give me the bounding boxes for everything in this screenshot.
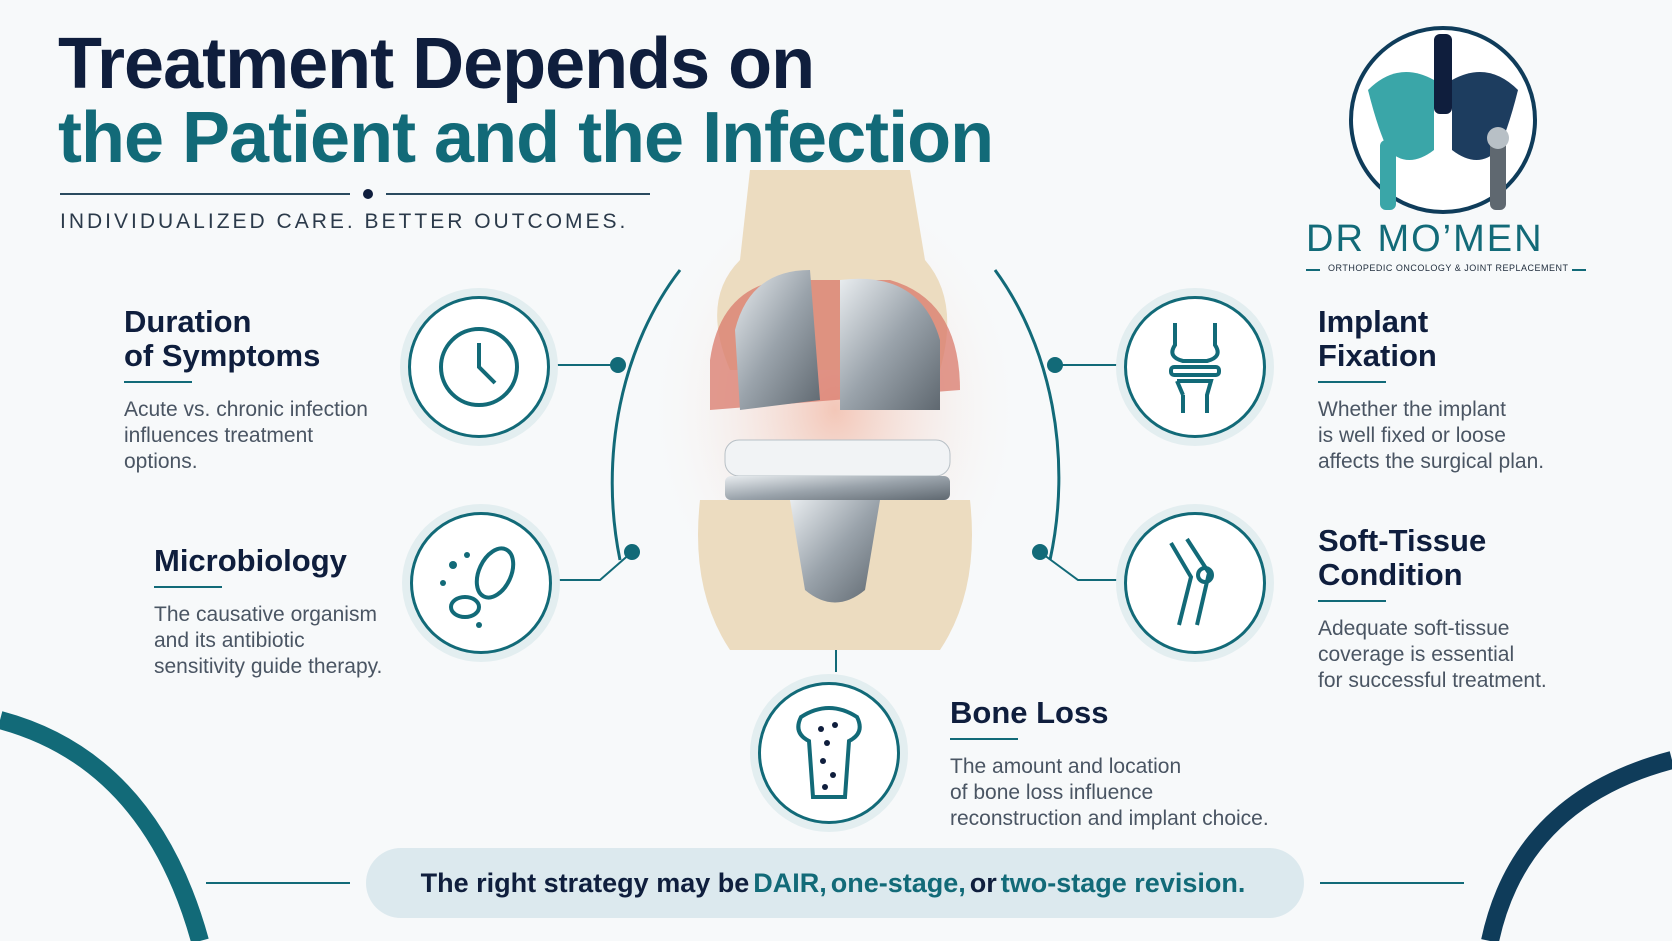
knee-implant-icon <box>1124 296 1266 438</box>
microbiology-desc-3: sensitivity guide therapy. <box>154 655 383 678</box>
bone-loss-desc-3: reconstruction and implant choice. <box>950 807 1269 830</box>
leg-icon <box>1124 512 1266 654</box>
duration-title-line1: Duration <box>124 304 252 339</box>
logo-name: DR MO’MEN <box>1306 218 1544 260</box>
duration-desc-3: options. <box>124 450 198 473</box>
duration-underline <box>124 381 192 383</box>
bone-loss-title: Bone Loss <box>950 695 1109 730</box>
soft-tissue-title-line1: Soft-Tissue <box>1318 523 1487 558</box>
bone-loss-underline <box>950 738 1018 740</box>
microbiology-desc-1: The causative organism <box>154 603 377 626</box>
strategy-prefix: The right strategy may be <box>420 867 750 898</box>
strategy-option-one-stage: one-stage, <box>830 867 966 898</box>
soft-tissue-desc-2: coverage is essential <box>1318 643 1515 666</box>
implant-fixation-underline <box>1318 381 1386 383</box>
soft-tissue-title-line2: Condition <box>1318 557 1463 592</box>
microbiology-block: Microbiology The causative organism and … <box>154 544 414 680</box>
microbiology-desc-2: and its antibiotic <box>154 629 305 652</box>
bone-loss-desc-1: The amount and location <box>950 755 1182 778</box>
bone-loss-desc-2: of bone loss influence <box>950 781 1154 804</box>
strategy-banner: The right strategy may be DAIR, one-stag… <box>366 848 1304 918</box>
soft-tissue-desc-1: Adequate soft-tissue <box>1318 617 1510 640</box>
knee-implant-illustration <box>645 170 1025 650</box>
strategy-option-two-stage: two-stage revision. <box>1000 867 1246 898</box>
logo-subtitle: ORTHOPEDIC ONCOLOGY & JOINT REPLACEMENT <box>1328 263 1569 273</box>
page-title-line2: the Patient and the Infection <box>58 98 994 178</box>
bacteria-icon <box>410 512 552 654</box>
page-title-line1: Treatment Depends on <box>58 24 815 104</box>
bone-icon <box>758 682 900 824</box>
duration-block: Duration of Symptoms Acute vs. chronic i… <box>124 305 404 475</box>
bone-loss-block: Bone Loss The amount and location of bon… <box>950 696 1310 832</box>
soft-tissue-block: Soft-Tissue Condition Adequate soft-tiss… <box>1318 524 1618 694</box>
implant-fixation-desc-1: Whether the implant <box>1318 398 1506 421</box>
soft-tissue-underline <box>1318 600 1386 602</box>
soft-tissue-desc-3: for successful treatment. <box>1318 669 1547 692</box>
clock-icon <box>408 296 550 438</box>
logo-emblem <box>1349 26 1537 214</box>
microbiology-title: Microbiology <box>154 543 347 578</box>
logo-divider <box>1306 269 1586 271</box>
implant-fixation-block: Implant Fixation Whether the implant is … <box>1318 305 1618 475</box>
implant-fixation-desc-3: affects the surgical plan. <box>1318 450 1545 473</box>
duration-title-line2: of Symptoms <box>124 338 321 373</box>
microbiology-underline <box>154 586 222 588</box>
implant-fixation-title-line2: Fixation <box>1318 338 1437 373</box>
tagline: INDIVIDUALIZED CARE. BETTER OUTCOMES. <box>60 210 629 233</box>
implant-fixation-desc-2: is well fixed or loose <box>1318 424 1506 447</box>
strategy-middle: or <box>969 867 997 898</box>
duration-desc-1: Acute vs. chronic infection <box>124 398 368 421</box>
duration-desc-2: influences treatment <box>124 424 314 447</box>
strategy-option-dair: DAIR, <box>753 867 827 898</box>
implant-fixation-title-line1: Implant <box>1318 304 1429 339</box>
